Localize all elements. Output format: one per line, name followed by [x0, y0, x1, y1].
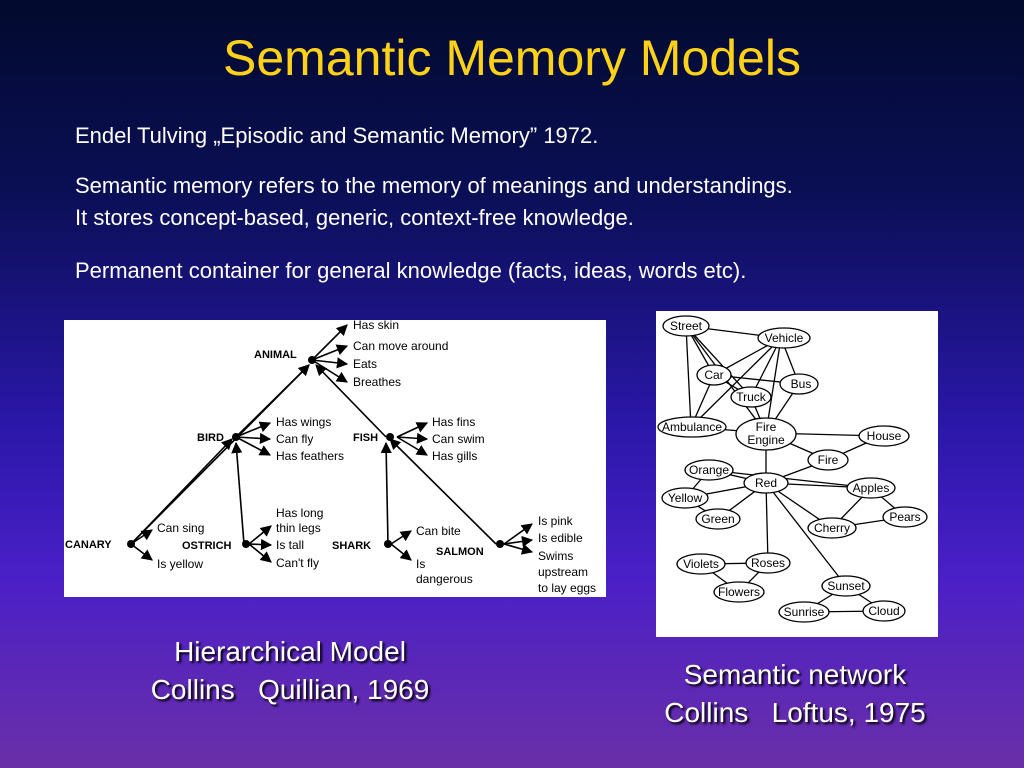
node-sunrise: Sunrise	[784, 605, 825, 619]
node-green: Green	[701, 512, 734, 526]
canary-label: CANARY	[65, 539, 112, 551]
node-fire-engine-line-2: Engine	[747, 433, 785, 447]
canary-prop: Can sing	[157, 521, 204, 535]
node-violets: Violets	[683, 557, 719, 571]
node-house: House	[867, 429, 902, 443]
bird-prop: Has feathers	[276, 449, 344, 463]
definition-line-2: It stores concept-based, generic, contex…	[75, 205, 634, 230]
ostrich-label: OSTRICH	[182, 540, 232, 552]
bird-label: BIRD	[197, 432, 224, 444]
slide-title: Semantic Memory Models	[223, 30, 801, 86]
node-sunset: Sunset	[827, 579, 865, 593]
link-bird-animal	[235, 364, 310, 438]
ostrich-node-dot	[242, 540, 250, 548]
node-cherry: Cherry	[814, 521, 850, 535]
node-cloud: Cloud	[868, 604, 899, 618]
node-yellow: Yellow	[668, 491, 703, 505]
link-ostrich-bird	[231, 441, 245, 545]
node-orange: Orange	[689, 463, 729, 477]
fish-prop: Has fins	[432, 415, 475, 429]
semantic-network-diagram: Street Vehicle Car Bus Truck Ambulance F…	[656, 311, 938, 637]
node-fire-engine-line-1: Fire	[756, 420, 777, 434]
animal-prop: Breathes	[353, 375, 401, 389]
salmon-prop: Swims	[538, 549, 573, 563]
ostrich-prop: Has long	[276, 506, 323, 520]
bird-node-dot	[232, 433, 240, 441]
animal-node-dot	[308, 356, 316, 364]
node-pears: Pears	[889, 510, 920, 524]
salmon-prop: Is edible	[538, 531, 583, 545]
node-flowers: Flowers	[718, 585, 760, 599]
fish-prop: Can swim	[432, 432, 485, 446]
node-bus: Bus	[791, 377, 812, 391]
fish-prop: Has gills	[432, 449, 477, 463]
link-fish-animal	[315, 364, 387, 438]
animal-prop: Can move around	[353, 339, 448, 353]
container-paragraph: Permanent container for general knowledg…	[75, 255, 746, 287]
ostrich-prop: thin legs	[276, 521, 321, 535]
node-ambulance: Ambulance	[662, 420, 722, 434]
canary-node-dot	[127, 540, 135, 548]
semantic-network-caption: Semantic network Collins Loftus, 1975	[595, 656, 995, 732]
definition-line-1: Semantic memory refers to the memory of …	[75, 173, 793, 198]
hierarchical-model-svg: ANIMAL BIRD FISH CANARY OSTRICH SHARK SA…	[65, 318, 596, 595]
network-node-labels: Street Vehicle Car Bus Truck Ambulance F…	[662, 319, 921, 619]
hierarchical-model-diagram: ANIMAL BIRD FISH CANARY OSTRICH SHARK SA…	[64, 318, 606, 597]
animal-prop: Has skin	[353, 320, 399, 332]
salmon-prop: upstream	[538, 565, 588, 579]
bird-prop: Has wings	[276, 415, 331, 429]
salmon-label: SALMON	[436, 546, 484, 558]
node-street: Street	[670, 319, 703, 333]
shark-node-dot	[384, 540, 392, 548]
link-canary-bird	[130, 438, 233, 545]
shark-prop: dangerous	[416, 572, 473, 586]
node-roses: Roses	[751, 556, 785, 570]
shark-label: SHARK	[332, 540, 371, 552]
node-car: Car	[704, 368, 723, 382]
link-salmon-fish	[389, 438, 497, 545]
shark-prop: Can bite	[416, 524, 461, 538]
link-shark-fish	[380, 441, 392, 545]
network-node-shapes	[657, 315, 928, 623]
salmon-node-dot	[496, 540, 504, 548]
network-caption-line-1: Semantic network	[683, 659, 907, 690]
animal-prop: Eats	[353, 357, 377, 371]
node-apples: Apples	[853, 481, 890, 495]
shark-prop: Is	[416, 557, 425, 571]
hierarchical-caption-line-2: Collins Quillian, 1969	[150, 674, 430, 705]
container-line: Permanent container for general knowledg…	[75, 258, 747, 283]
hierarchical-model-caption: Hierarchical Model Collins Quillian, 196…	[90, 633, 490, 709]
node-red: Red	[755, 476, 777, 490]
tulving-paragraph: Endel Tulving „Episodic and Semantic Mem…	[75, 120, 598, 152]
canary-prop: Is yellow	[157, 557, 203, 571]
salmon-prop: to lay eggs	[538, 581, 596, 595]
ostrich-prop: Can't fly	[276, 556, 319, 570]
fish-node-dot	[386, 433, 394, 441]
fish-label: FISH	[353, 432, 378, 444]
semantic-network-svg: Street Vehicle Car Bus Truck Ambulance F…	[657, 315, 928, 623]
bird-prop: Can fly	[276, 432, 313, 446]
definition-paragraph: Semantic memory refers to the memory of …	[75, 170, 793, 234]
ostrich-prop: Is tall	[276, 538, 304, 552]
node-truck: Truck	[736, 390, 767, 404]
animal-label: ANIMAL	[254, 349, 297, 361]
hierarchical-caption-line-1: Hierarchical Model	[174, 636, 406, 667]
node-fire: Fire	[818, 453, 839, 467]
salmon-prop: Is pink	[538, 514, 574, 528]
node-vehicle: Vehicle	[765, 331, 804, 345]
tulving-line: Endel Tulving „Episodic and Semantic Mem…	[75, 123, 599, 148]
network-caption-line-2: Collins Loftus, 1975	[664, 697, 926, 728]
